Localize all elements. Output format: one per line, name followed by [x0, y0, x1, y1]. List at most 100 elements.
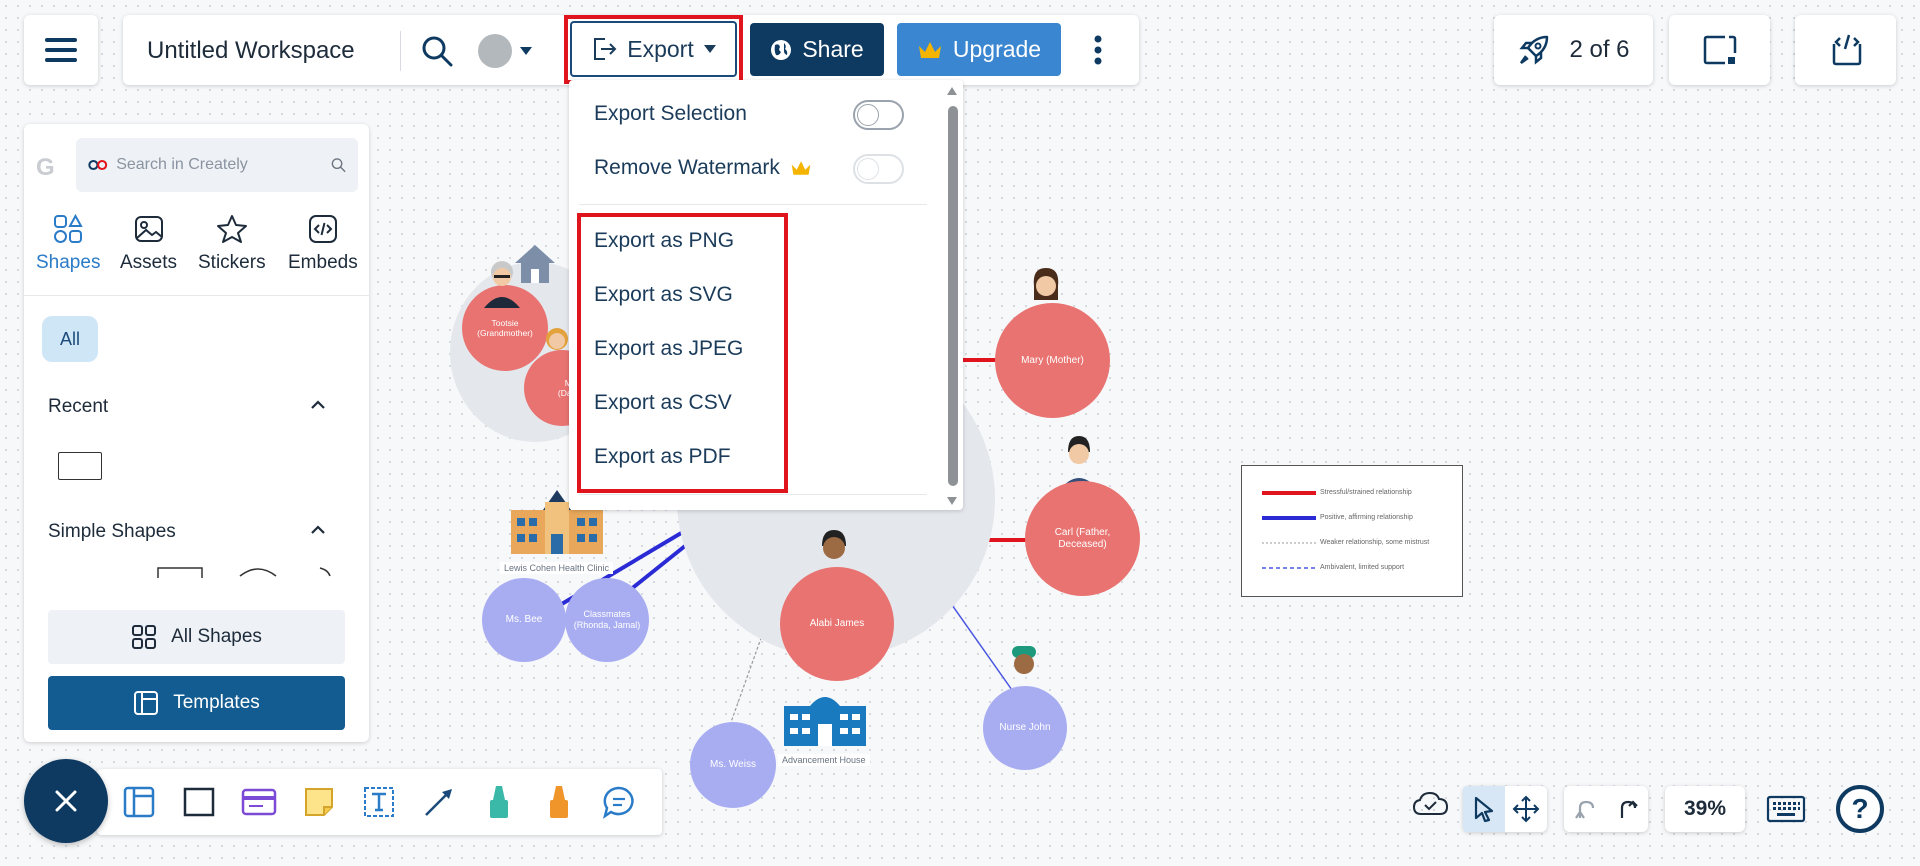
question-mark-icon: ? — [1851, 793, 1869, 824]
legend-row: Weaker relationship, some mistrust — [1262, 539, 1429, 546]
star-icon — [216, 215, 247, 243]
toggle-knob — [857, 104, 879, 126]
node-nurse[interactable]: Nurse John — [983, 686, 1067, 770]
scroll-up-icon[interactable] — [946, 86, 958, 96]
text-tool[interactable] — [361, 784, 397, 820]
simple-shapes-preview[interactable] — [134, 566, 354, 578]
tab-embeds-label: Embeds — [288, 252, 358, 273]
more-vertical-icon — [1094, 35, 1102, 64]
connector-tool[interactable] — [421, 784, 457, 820]
menu-divider — [579, 204, 927, 205]
comment-icon — [603, 786, 634, 819]
export-button[interactable]: Export — [570, 21, 737, 77]
keyboard-icon[interactable] — [1766, 795, 1806, 823]
templates-button[interactable]: Templates — [48, 676, 345, 730]
rectangle-tool[interactable] — [181, 784, 217, 820]
diagram-legend[interactable]: Stressful/strained relationship Positive… — [1241, 465, 1463, 597]
panel-layout-icon — [123, 786, 155, 818]
all-shapes-button[interactable]: All Shapes — [48, 610, 345, 664]
export-dropdown-menu: Export Selection Remove Watermark Export… — [569, 80, 963, 510]
toolbar-divider — [400, 31, 401, 71]
recent-shape-rectangle[interactable] — [58, 452, 102, 480]
remove-watermark-option[interactable]: Remove Watermark — [594, 156, 812, 180]
frame-tool[interactable] — [121, 784, 157, 820]
tab-shapes-label: Shapes — [36, 252, 101, 273]
search-button[interactable] — [416, 31, 458, 71]
export-icon — [594, 38, 617, 60]
export-svg-option[interactable]: Export as SVG — [594, 283, 733, 307]
tab-shapes[interactable]: Shapes — [36, 214, 100, 274]
select-tool-button[interactable] — [1463, 786, 1505, 832]
shape-search-input[interactable] — [116, 156, 324, 174]
grid-icon — [132, 625, 157, 649]
filter-chip-all[interactable]: All — [42, 316, 98, 362]
export-pdf-option[interactable]: Export as PDF — [594, 445, 731, 469]
share-button[interactable]: Share — [750, 23, 884, 76]
hamburger-menu-button[interactable] — [24, 15, 98, 85]
search-icon[interactable] — [331, 154, 346, 176]
grandmother-avatar-icon — [484, 261, 520, 308]
upgrade-label: Upgrade — [952, 36, 1042, 62]
highlighter-tool[interactable] — [541, 784, 577, 820]
node-ms-weiss[interactable]: Ms. Weiss — [690, 722, 776, 808]
sticky-note-tool[interactable] — [301, 784, 337, 820]
node-classmates[interactable]: Classmates (Rhonda, Jamal) — [565, 578, 649, 662]
upgrade-button[interactable]: Upgrade — [897, 23, 1061, 76]
comment-tool[interactable] — [601, 784, 637, 820]
help-button[interactable]: ? — [1836, 785, 1884, 833]
scroll-thumb[interactable] — [948, 106, 958, 486]
user-color-picker[interactable] — [478, 31, 548, 71]
export-selection-label: Export Selection — [594, 102, 747, 125]
frame-icon — [1703, 35, 1736, 65]
globe-icon — [771, 39, 792, 60]
history-controls — [1564, 786, 1648, 832]
zoom-level[interactable]: 39% — [1665, 786, 1745, 832]
more-options-button[interactable] — [1080, 23, 1116, 76]
arrow-icon — [425, 789, 452, 816]
scroll-down-icon[interactable] — [946, 496, 958, 506]
export-selection-option[interactable]: Export Selection — [594, 102, 747, 126]
share-label: Share — [802, 36, 864, 62]
node-alabi[interactable]: Alabi James — [780, 567, 894, 681]
caret-down-icon — [703, 45, 716, 53]
tab-assets[interactable]: Assets — [120, 214, 177, 274]
simple-shapes-heading: Simple Shapes — [48, 521, 176, 542]
export-svg-label: Export as SVG — [594, 283, 733, 306]
pages-button[interactable]: 2 of 6 — [1494, 15, 1653, 85]
template-icon — [134, 691, 159, 715]
export-png-option[interactable]: Export as PNG — [594, 229, 734, 253]
export-selection-toggle[interactable] — [853, 100, 904, 130]
card-icon — [241, 788, 277, 816]
daughter-avatar-icon — [542, 328, 572, 365]
search-icon — [422, 36, 453, 67]
avatar — [478, 34, 512, 68]
pan-tool-button[interactable] — [1505, 786, 1547, 832]
shape-search-box[interactable] — [76, 138, 358, 192]
panel-divider — [24, 295, 369, 296]
node-mary[interactable]: Mary (Mother) — [995, 303, 1110, 418]
redo-button[interactable] — [1614, 796, 1640, 822]
remove-watermark-toggle[interactable] — [853, 154, 904, 184]
node-carl[interactable]: Carl (Father, Deceased) — [1025, 481, 1140, 596]
card-tool[interactable] — [241, 784, 277, 820]
code-icon — [308, 215, 337, 243]
google-icon: G — [36, 154, 55, 181]
close-toolbar-button[interactable] — [24, 759, 108, 843]
chevron-up-icon[interactable] — [310, 525, 326, 535]
tab-stickers[interactable]: Stickers — [198, 214, 266, 274]
frame-button[interactable] — [1669, 15, 1770, 85]
export-csv-option[interactable]: Export as CSV — [594, 391, 732, 415]
export-jpeg-label: Export as JPEG — [594, 337, 744, 360]
workspace-title[interactable]: Untitled Workspace — [147, 37, 355, 64]
pen-tool[interactable] — [481, 784, 517, 820]
menu-scrollbar[interactable] — [945, 84, 959, 508]
undo-button[interactable] — [1572, 796, 1598, 822]
export-jpeg-option[interactable]: Export as JPEG — [594, 337, 743, 361]
node-ms-bee[interactable]: Ms. Bee — [482, 578, 566, 662]
tab-assets-label: Assets — [120, 252, 178, 273]
embed-code-button[interactable] — [1795, 15, 1896, 85]
embed-code-icon — [1832, 34, 1861, 66]
undo-icon — [1575, 800, 1595, 819]
chevron-up-icon[interactable] — [310, 400, 326, 410]
tab-embeds[interactable]: Embeds — [288, 214, 358, 274]
